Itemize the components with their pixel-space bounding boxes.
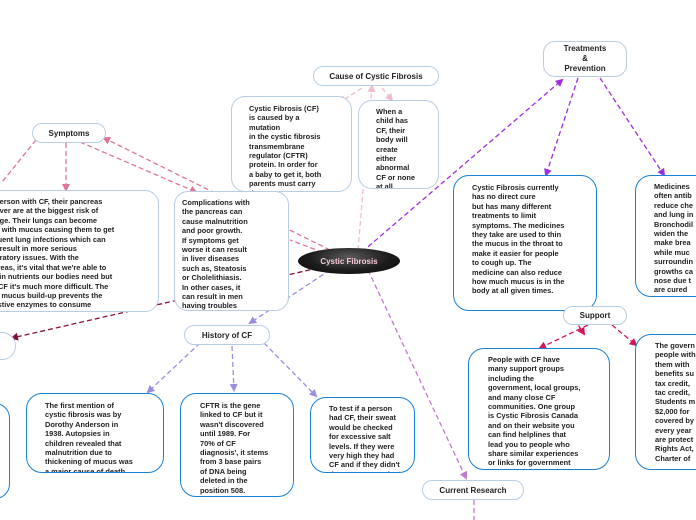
link-center-research (367, 269, 468, 480)
cause-note-child[interactable]: When a child has CF, their body will cre… (358, 100, 439, 189)
link-treatments-text2 (599, 77, 666, 177)
topic-support[interactable]: Support (563, 306, 627, 325)
link-symptoms-text2 (79, 141, 198, 194)
treatments-note-medicines[interactable]: Medicines often antib reduce che and lun… (635, 175, 696, 297)
link-center-treatments (361, 78, 564, 253)
link-history-text2 (229, 345, 238, 392)
symptoms-note-complications[interactable]: Complications with the pancreas can caus… (174, 191, 289, 311)
link-symptoms-left (1, 139, 37, 183)
support-note-groups[interactable]: People with CF have many support groups … (468, 348, 610, 470)
topic-history[interactable]: History of CF (184, 325, 270, 345)
central-topic[interactable]: Cystic Fibrosis (298, 248, 400, 274)
topic-current-research[interactable]: Current Research (422, 480, 524, 500)
support-note-government[interactable]: The govern people with them with benefit… (635, 334, 696, 470)
topic-treatments[interactable]: Treatments & Prevention (543, 41, 627, 77)
link-support-text2 (611, 324, 638, 347)
treatments-note-no-cure[interactable]: Cystic Fibrosis currently has no direct … (453, 175, 597, 311)
topic-symptoms[interactable]: Symptoms (32, 123, 106, 143)
left-edge-blue-node[interactable] (0, 403, 10, 499)
symptoms-note-organs[interactable]: a person with CF, their pancreas d liver… (0, 190, 159, 312)
link-cause-text1 (338, 87, 363, 104)
history-note-cftr-gene[interactable]: CFTR is the gene linked to CF but it was… (180, 393, 294, 497)
link-support-text1 (538, 324, 589, 350)
cause-note-cftr[interactable]: Cystic Fibrosis (CF) is caused by a muta… (231, 96, 352, 192)
topic-cause[interactable]: Cause of Cystic Fibrosis (313, 66, 439, 86)
link-history-text3 (263, 342, 318, 398)
link-center-symptoms (102, 137, 331, 251)
link-history-text1 (146, 342, 201, 394)
link-center-sym-text2 (289, 239, 331, 256)
history-note-sweat-test[interactable]: To test if a person had CF, their sweat … (310, 397, 415, 473)
link-cause-text2 (381, 87, 394, 102)
history-note-first-mention[interactable]: The first mention of cystic fibrosis was… (26, 393, 164, 473)
link-treatments-text1 (544, 77, 579, 177)
